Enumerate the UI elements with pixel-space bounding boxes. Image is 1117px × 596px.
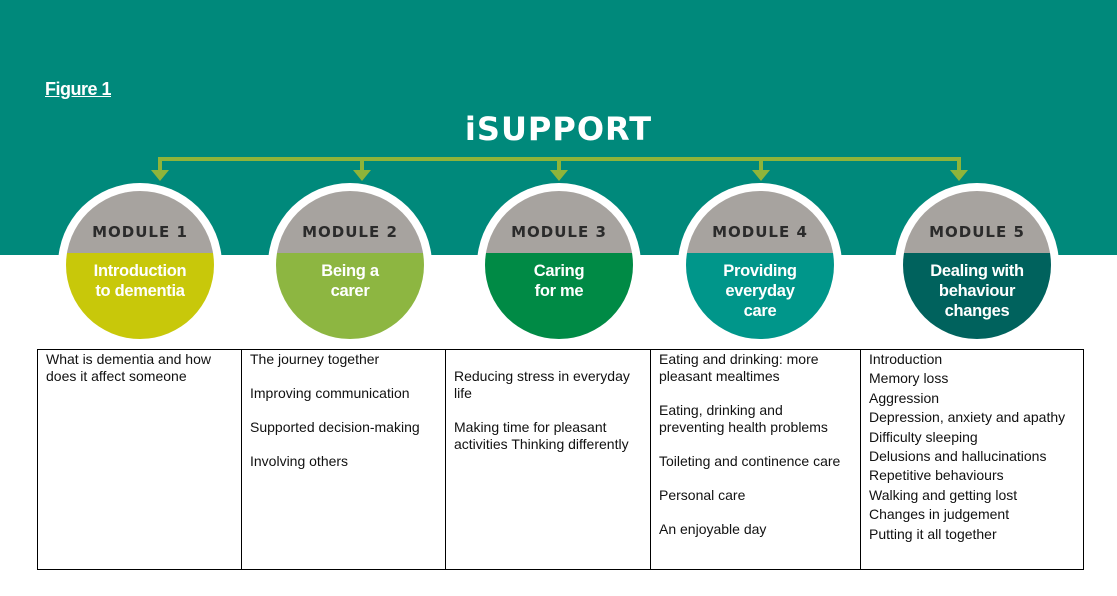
topic-item: Supported decision-making <box>250 419 420 435</box>
diagram-title: iSUPPORT <box>464 110 653 148</box>
module-1-circle: MODULE 1 Introduction to dementia <box>58 183 222 347</box>
arrowhead-5 <box>950 170 968 181</box>
topic-item: Making time for pleasant activities Thin… <box>454 419 629 452</box>
topic-item: Personal care <box>659 487 746 503</box>
module-2-title: Being a carer <box>276 253 424 339</box>
module-4-inner: MODULE 4 Providing everyday care <box>686 191 834 339</box>
module-4-circle: MODULE 4 Providing everyday care <box>678 183 842 347</box>
module-3-inner: MODULE 3 Caring for me <box>485 191 633 339</box>
module-1-title: Introduction to dementia <box>66 253 214 339</box>
module-3-title: Caring for me <box>485 253 633 339</box>
arrowhead-3 <box>550 170 568 181</box>
topic-item: Introduction <box>869 351 943 367</box>
module-2-inner: MODULE 2 Being a carer <box>276 191 424 339</box>
module-5-label: MODULE 5 <box>903 191 1051 253</box>
topic-item: Improving communication <box>250 385 410 401</box>
module-5-title: Dealing with behaviour changes <box>903 253 1051 339</box>
module-3-topics: Reducing stress in everyday life Making … <box>445 349 651 570</box>
topic-item: Changes in judgement <box>869 506 1010 523</box>
module-1-inner: MODULE 1 Introduction to dementia <box>66 191 214 339</box>
module-4-label: MODULE 4 <box>686 191 834 253</box>
module-2-circle: MODULE 2 Being a carer <box>268 183 432 347</box>
arrowhead-2 <box>353 170 371 181</box>
topic-item: Difficulty sleeping <box>869 428 978 445</box>
topic-item: Depression, anxiety and apathy <box>869 409 1066 426</box>
topic-item: Putting it all together <box>869 525 997 542</box>
topic-item: Involving others <box>250 453 349 469</box>
module-3-circle: MODULE 3 Caring for me <box>477 183 641 347</box>
topic-item: Memory loss <box>869 370 949 387</box>
topic-item: Delusions and hallucinations <box>869 447 1047 464</box>
topic-item: Toileting and continence care <box>659 453 841 469</box>
module-5-circle: MODULE 5 Dealing with behaviour changes <box>895 183 1059 347</box>
topic-item: Aggression <box>869 389 940 406</box>
topic-item: Eating, drinking and preventing health p… <box>659 402 828 435</box>
module-5-topics: Introduction Memory loss Aggression Depr… <box>860 349 1084 570</box>
module-5-inner: MODULE 5 Dealing with behaviour changes <box>903 191 1051 339</box>
topics-row: What is dementia and how does it affect … <box>37 349 1084 570</box>
figure-label: Figure 1 <box>45 79 112 99</box>
arrowhead-4 <box>752 170 770 181</box>
topic-item: An enjoyable day <box>659 521 767 537</box>
module-topics-table: What is dementia and how does it affect … <box>37 349 1084 570</box>
topic-item: Eating and drinking: more pleasant mealt… <box>659 351 819 384</box>
module-2-label: MODULE 2 <box>276 191 424 253</box>
module-4-title: Providing everyday care <box>686 253 834 339</box>
connector-lines <box>151 157 968 181</box>
topic-item: Repetitive behaviours <box>869 467 1004 484</box>
module-1-label: MODULE 1 <box>66 191 214 253</box>
topic-item: Walking and getting lost <box>869 486 1018 503</box>
module-2-topics: The journey together Improving communica… <box>241 349 446 570</box>
topic-item: The journey together <box>250 351 380 367</box>
topic-item: Reducing stress in everyday life <box>454 368 630 401</box>
module-1-topics: What is dementia and how does it affect … <box>37 349 242 570</box>
topic-item: What is dementia and how does it affect … <box>46 351 211 384</box>
module-3-label: MODULE 3 <box>485 191 633 253</box>
module-4-topics: Eating and drinking: more pleasant mealt… <box>650 349 861 570</box>
arrowhead-1 <box>151 170 169 181</box>
